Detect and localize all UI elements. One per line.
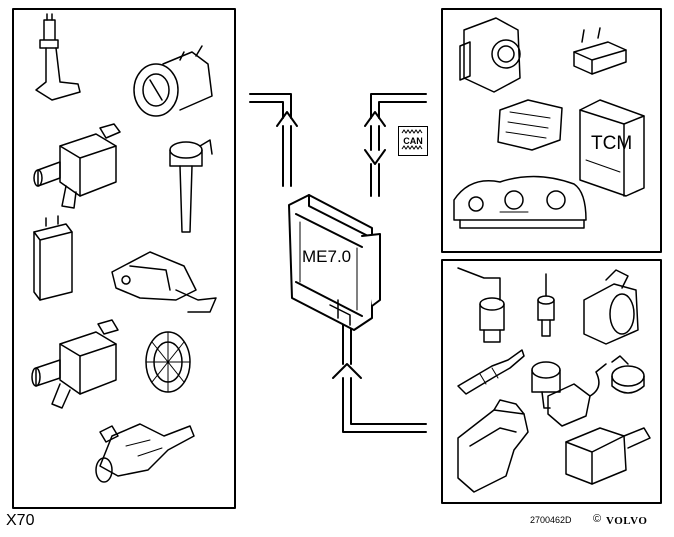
arrow-top-bidirectional <box>364 93 427 197</box>
connector-block-icon <box>573 27 627 75</box>
connector-housing-icon <box>565 427 651 485</box>
oxygen-sensor-icon <box>457 349 525 395</box>
figure-number: 2700462D <box>530 515 572 525</box>
right-bottom-panel <box>441 259 662 504</box>
brand-logo: VOLVO <box>606 515 648 527</box>
can-bus-icon <box>401 129 423 150</box>
left-sensor-panel <box>12 8 236 509</box>
tcm-label: TCM <box>591 133 633 154</box>
can-badge-label: CAN <box>403 136 423 146</box>
temperature-sensor-icon <box>169 139 213 233</box>
solenoid-valve-icon <box>33 123 121 209</box>
pressure-sensor-icon <box>457 267 505 343</box>
arrow-left-to-ecm <box>249 93 298 187</box>
copyright-mark: © <box>593 513 602 525</box>
engine-control-module <box>288 194 381 331</box>
air-mass-meter-icon <box>583 269 639 345</box>
transmission-control-module-icon <box>579 99 645 197</box>
can-bus-badge: CAN <box>398 126 428 156</box>
toothed-wheel-icon <box>145 331 191 393</box>
model-label: X70 <box>6 512 35 529</box>
pedal-position-sensor-icon <box>457 399 529 493</box>
fuel-pump-icon <box>35 13 81 101</box>
instrument-cluster-icon <box>453 175 587 229</box>
right-top-panel <box>441 8 662 253</box>
fuel-injector-icon <box>95 423 195 483</box>
left-panel-components <box>31 13 217 483</box>
ecm-label: ME7.0 <box>302 247 352 266</box>
throttle-actuator-icon <box>111 251 217 313</box>
speed-sensor-icon <box>547 363 607 427</box>
knock-sensor-icon <box>611 355 645 394</box>
control-module-small-icon <box>497 99 563 151</box>
right-bottom-components <box>457 267 651 493</box>
right-top-components <box>453 17 645 229</box>
throttle-body-icon <box>459 17 521 93</box>
arrow-bottom-to-ecm <box>332 321 427 433</box>
round-connector-sensor-icon <box>133 45 213 117</box>
solenoid-valve-lower-icon <box>31 319 119 409</box>
camshaft-sensor-icon <box>531 361 561 409</box>
temperature-probe-icon <box>537 273 555 337</box>
relay-box-icon <box>33 215 73 301</box>
